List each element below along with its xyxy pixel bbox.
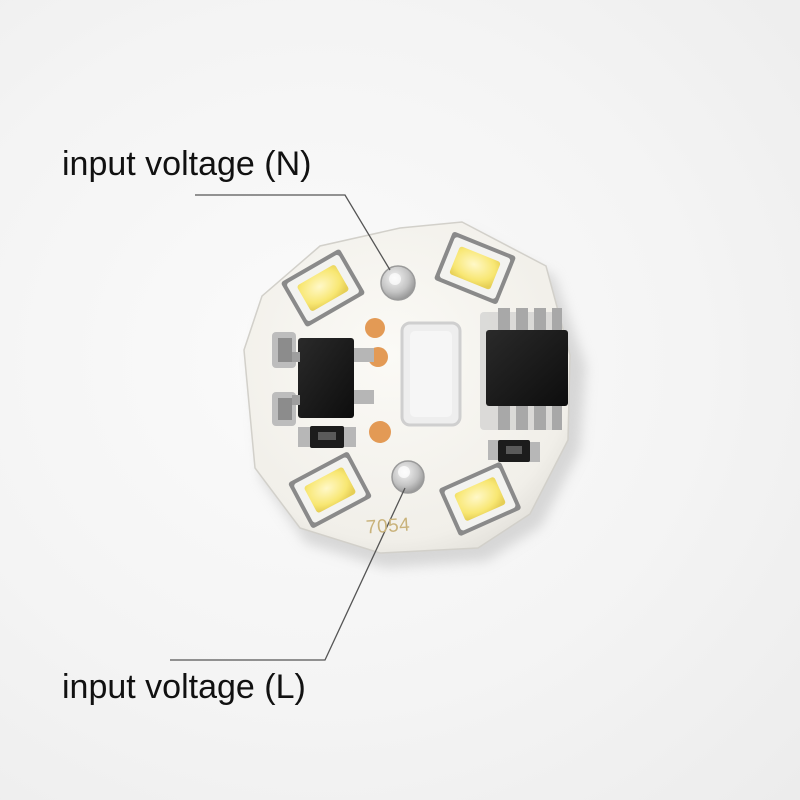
board-marking: 7054 [365,514,411,539]
label-input-voltage-l: input voltage (L) [62,668,306,706]
resistor-left [298,426,356,448]
driver-chip-left [272,332,374,426]
input-pad-l [391,460,425,494]
led-top-left [281,249,365,327]
led-top-right [434,232,516,304]
resistor-right [488,440,540,462]
leader-line-l [170,487,406,661]
led-bottom-left [288,452,372,528]
leader-line-n [195,194,391,271]
driver-chip-right [480,308,568,430]
label-input-voltage-n: input voltage (N) [62,145,312,183]
input-pad-n [380,265,416,301]
led-bottom-right [439,462,521,536]
copper-pad-top [365,318,385,338]
copper-pad-bottom [369,421,391,443]
